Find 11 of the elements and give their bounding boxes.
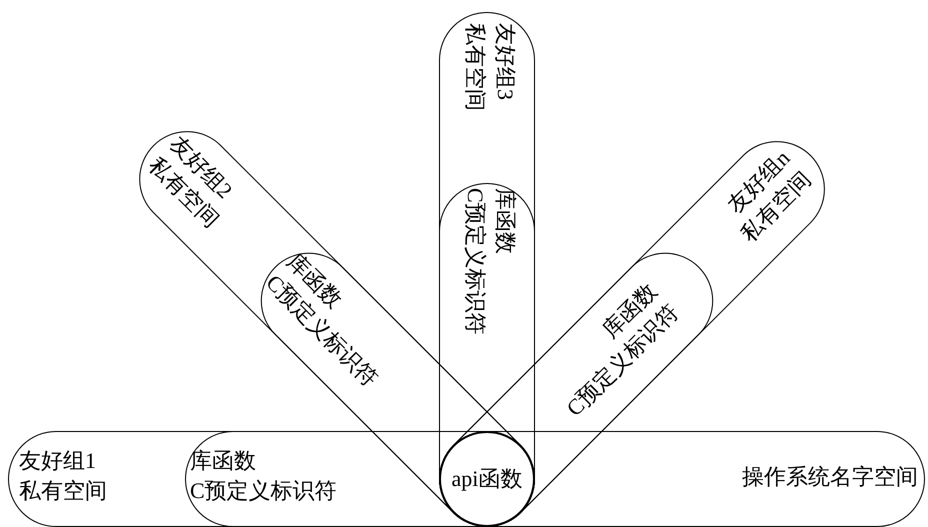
region-label: 库函数 C预定义标识符 — [560, 277, 684, 423]
region-label: 库函数 C预定义标识符 — [462, 188, 519, 337]
region-label: 库函数 C预定义标识符 — [190, 447, 338, 505]
region-label: 友好组2 私有空间 — [143, 130, 238, 234]
region-label: 友好组1 私有空间 — [19, 447, 108, 505]
region-label: 友好组n 私有空间 — [721, 144, 817, 248]
region-label: 操作系统名字空间 — [742, 463, 918, 491]
region-label: 友好组3 私有空间 — [462, 23, 519, 113]
capsule-region — [8, 431, 925, 527]
region-label: 库函数 C预定义标识符 — [260, 247, 384, 394]
region-label: api函数 — [452, 466, 522, 492]
